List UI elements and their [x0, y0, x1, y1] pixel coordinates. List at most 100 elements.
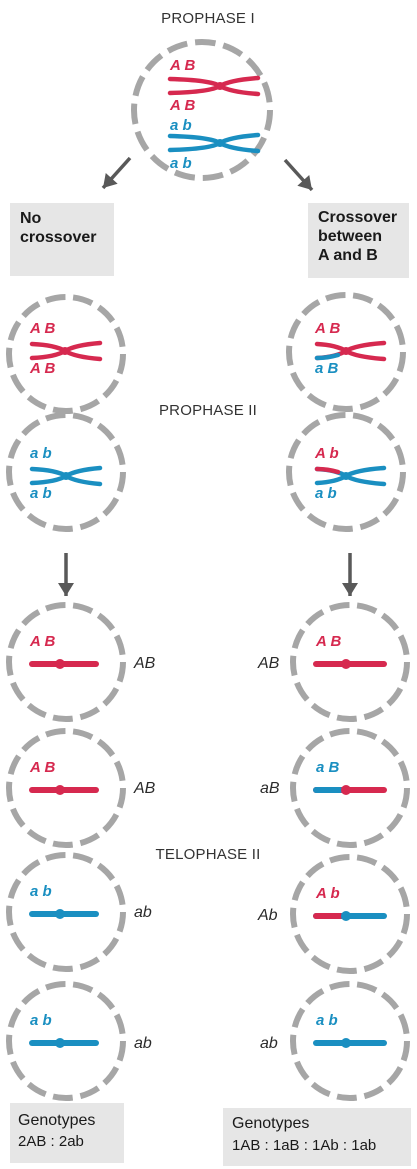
chromosome-p1-red	[167, 75, 261, 97]
centromere	[216, 139, 224, 147]
allele-label-t2-left-1: A B	[29, 633, 55, 650]
arrow-head	[297, 174, 312, 190]
genotype-right-1: AB	[258, 655, 280, 672]
crossover-label: Crossover between A and B	[318, 209, 398, 264]
t2-left-4-membrane	[6, 981, 126, 1101]
chromosome-p2-right-blue	[314, 465, 387, 487]
chromatid-bottom	[167, 83, 261, 97]
centromere	[342, 472, 350, 480]
allele-label-p2-rr-2: a B	[315, 360, 339, 377]
genotypes-right-title: Genotypes	[232, 1115, 310, 1132]
allele-label-t2-right-4: a b	[316, 1012, 338, 1029]
chromosome-p2-right-red	[314, 340, 387, 362]
chromatid-t2-left-1	[29, 659, 99, 669]
chromatid-t2-left-2	[29, 785, 99, 795]
t2-left-2-membrane	[6, 728, 126, 848]
allele-label-p2-lr-1: A B	[29, 320, 55, 337]
p2-right-red-membrane	[286, 292, 406, 412]
genotypes-left-ratio: 2AB : 2ab	[18, 1133, 84, 1150]
arrow-head	[58, 583, 74, 596]
chromatid-t2-right-1	[313, 659, 387, 669]
allele-label-p1-r2: A B	[169, 97, 195, 114]
chromosome-p1-blue	[167, 132, 261, 154]
no-crossover-label: No crossover	[20, 210, 97, 246]
genotype-left-3: ab	[134, 904, 152, 921]
arrow-left-to-telophase	[58, 553, 74, 596]
genotype-right-4: ab	[260, 1035, 278, 1052]
allele-label-p2-rb-2: a b	[315, 485, 337, 502]
t2-right-2-membrane	[290, 728, 410, 848]
t2-left-1-membrane	[6, 602, 126, 722]
genotype-right-3: Ab	[258, 907, 278, 924]
centromere	[61, 347, 69, 355]
telophase-2-label: TELOPHASE II	[155, 846, 261, 863]
allele-label-t2-left-2: A B	[29, 759, 55, 776]
genotype-left-4: ab	[134, 1035, 152, 1052]
allele-label-p2-lr-2: A B	[29, 360, 55, 377]
prophase-1-membrane	[131, 39, 273, 181]
centromere	[55, 1038, 65, 1048]
genotypes-right-box: Genotypes 1AB : 1aB : 1Ab : 1ab	[223, 1108, 411, 1166]
centromere	[341, 911, 351, 921]
t2-right-1-membrane	[290, 602, 410, 722]
p2-left-blue-membrane	[6, 412, 126, 532]
allele-label-p1-r4: a b	[170, 155, 192, 172]
crossover-segment	[314, 352, 341, 361]
centromere	[62, 472, 70, 480]
genotype-left-1: AB	[134, 655, 156, 672]
prophase-2-label: PROPHASE II	[158, 402, 258, 419]
prophase-1-label: PROPHASE I	[161, 10, 255, 27]
genotypes-right-ratio: 1AB : 1aB : 1Ab : 1ab	[232, 1137, 377, 1154]
t2-left-3-membrane	[6, 852, 126, 972]
allele-label-t2-left-3: a b	[30, 883, 52, 900]
centromere	[341, 659, 351, 669]
p2-left-red-membrane	[6, 294, 126, 414]
genotype-left-2: AB	[134, 780, 156, 797]
arrow-head	[342, 583, 358, 596]
allele-label-p2-rr-1: A B	[314, 320, 340, 337]
allele-label-p1-r1: A B	[169, 57, 195, 74]
centromere	[341, 785, 351, 795]
genotypes-left-title: Genotypes	[18, 1112, 96, 1129]
allele-label-p1-r3: a b	[170, 117, 192, 134]
allele-label-t2-right-3: A b	[315, 885, 340, 902]
chromatid-top	[314, 340, 387, 354]
centromere	[55, 909, 65, 919]
centromere	[216, 82, 224, 90]
arrow-to-no-crossover	[101, 156, 132, 190]
allele-label-t2-right-2: a B	[316, 759, 340, 776]
crossover-segment	[314, 466, 341, 475]
chromatid-t2-right-3	[313, 911, 387, 921]
crossover-box: Crossover between A and B	[308, 203, 409, 278]
allele-label-t2-right-1: A B	[315, 633, 341, 650]
t2-right-4-membrane	[290, 981, 410, 1101]
chromatid-t2-right-4	[313, 1038, 387, 1048]
centromere	[342, 347, 350, 355]
chromatid-t2-right-2	[313, 785, 387, 795]
chromatid-t2-left-4	[29, 1038, 99, 1048]
allele-label-p2-lb-1: a b	[30, 445, 52, 462]
chromatid-bottom	[167, 140, 261, 154]
centromere	[55, 785, 65, 795]
t2-right-3-membrane	[290, 854, 410, 974]
allele-label-p2-rb-1: A b	[314, 445, 339, 462]
chromatid-bottom	[314, 473, 387, 487]
genotype-right-2: aB	[260, 780, 280, 797]
p2-right-blue-membrane	[286, 412, 406, 532]
chromatid-top	[167, 75, 261, 89]
no-crossover-box: No crossover	[10, 203, 114, 276]
chromatid-top	[167, 132, 261, 146]
chromosome-p2-left-red	[29, 340, 103, 362]
centromere	[55, 659, 65, 669]
centromere	[341, 1038, 351, 1048]
arrow-right-to-telophase	[342, 553, 358, 596]
arrow-to-crossover	[283, 158, 314, 192]
chromatid-t2-left-3	[29, 909, 99, 919]
chromosome-p2-left-blue	[29, 465, 103, 487]
genotypes-left-box: Genotypes 2AB : 2ab	[10, 1103, 124, 1163]
allele-label-t2-left-4: a b	[30, 1012, 52, 1029]
arrow-head	[103, 172, 118, 188]
allele-label-p2-lb-2: a b	[30, 485, 52, 502]
